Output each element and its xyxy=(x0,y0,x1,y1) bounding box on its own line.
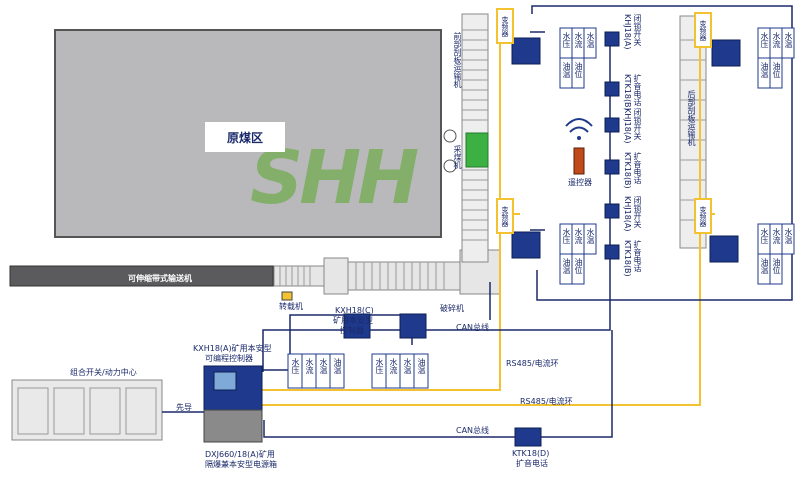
combo-switch-cabinet xyxy=(11,379,163,441)
sensor-water-flow-1: 水流 xyxy=(574,32,583,48)
sensor-oil-level-2: 油位 xyxy=(574,258,583,274)
sensor-water-flow-5: 水流 xyxy=(305,358,314,374)
sensor-oil-temp-6: 油温 xyxy=(417,358,426,374)
telescopic-conveyor-body xyxy=(9,265,274,287)
freq-converter-1: 变频器 xyxy=(496,8,514,44)
sensor-oil-temp-5: 油温 xyxy=(333,358,342,374)
sensor-oil-temp-4: 油温 xyxy=(760,258,769,274)
transfer-machine-body xyxy=(323,257,349,295)
conveyor-tail xyxy=(273,265,325,287)
khj18a-label-1: KHJ18(A) xyxy=(623,14,632,50)
pilot-label: 先导 xyxy=(176,403,192,412)
remote-label: 遥控器 xyxy=(568,178,592,187)
pa-phone-label-1: 扩音电话 xyxy=(633,74,642,106)
sensor-water-temp-5: 水温 xyxy=(319,358,328,374)
can-bus-label-bottom: CAN总线 xyxy=(456,426,490,435)
sensor-oil-temp-1: 油温 xyxy=(562,62,571,78)
ktk18b-label-3: KTK18(B) xyxy=(623,240,632,277)
sensor-water-pressure-2: 水压 xyxy=(562,228,571,244)
sensor-water-pressure-6: 水压 xyxy=(375,358,384,374)
device-boxes xyxy=(343,31,741,447)
front-scraper-label: 前部刮板运输机 xyxy=(453,32,462,88)
ktk18d-model: KTK18(D) xyxy=(512,449,550,458)
sensor-boxes xyxy=(287,27,795,389)
shearer-label: 采煤机 xyxy=(453,145,462,169)
power-box xyxy=(203,409,263,443)
crusher-label: 破碎机 xyxy=(440,304,464,313)
dxj-name: 隔爆兼本安型电源箱 xyxy=(205,460,277,469)
kxh18c-model: KXH18(C) xyxy=(335,306,374,315)
sensor-water-temp-1: 水温 xyxy=(586,32,595,48)
sensor-water-pressure-4: 水压 xyxy=(760,228,769,244)
khj18a-label-2: KHJ18(A) xyxy=(623,108,632,144)
freq-converter-2: 变频器 xyxy=(496,198,514,234)
lock-switch-label-3: 闭锁开关 xyxy=(633,196,642,228)
kxh18a-name: 可编程控制器 xyxy=(205,354,253,363)
coal-shearer-body xyxy=(465,132,489,168)
rear-scraper-body xyxy=(679,15,707,249)
lock-switch-label-1: 闭锁开关 xyxy=(633,14,642,46)
sensor-water-temp-6: 水温 xyxy=(403,358,412,374)
ktk18b-label-1: KTK18(B) xyxy=(623,74,632,111)
kxh18c-name: 控制器 xyxy=(340,326,364,335)
khj18a-label-3: KHJ18(A) xyxy=(623,196,632,232)
rear-scraper-label: 后部刮板运输机 xyxy=(687,90,696,146)
pa-phone-label-2: 扩音电话 xyxy=(633,152,642,184)
can-bus-label-top: CAN总线 xyxy=(456,323,490,332)
kxh18c-type: 矿用本安型 xyxy=(333,316,373,325)
shearer-drum-bottom xyxy=(443,159,457,173)
sensor-water-flow-2: 水流 xyxy=(574,228,583,244)
freq-converter-3: 变频器 xyxy=(694,12,712,48)
remote-control-shape xyxy=(573,147,585,175)
coal-area-label: 原煤区 xyxy=(205,122,285,152)
freq-converter-4: 变频器 xyxy=(694,198,712,234)
sensor-water-flow-4: 水流 xyxy=(772,228,781,244)
lock-switch-label-2: 闭锁开关 xyxy=(633,108,642,140)
sensor-oil-temp-2: 油温 xyxy=(562,258,571,274)
sensor-oil-level-3: 油位 xyxy=(772,62,781,78)
rs485-label-2: RS485/电流环 xyxy=(520,397,573,406)
telescopic-conveyor-label: 可伸缩带式输送机 xyxy=(128,274,192,283)
rs485-label-1: RS485/电流环 xyxy=(506,359,559,368)
pa-phone-label-3: 扩音电话 xyxy=(633,240,642,272)
sensor-water-flow-3: 水流 xyxy=(772,32,781,48)
ktk18d-name: 扩音电话 xyxy=(516,459,548,468)
sensor-oil-level-1: 油位 xyxy=(574,62,583,78)
dxj-model: DXJ660/18(A)矿用 xyxy=(205,450,275,459)
sensor-water-temp-2: 水温 xyxy=(586,228,595,244)
sensor-water-pressure-1: 水压 xyxy=(562,32,571,48)
kxh18a-model: KXH18(A)矿用本安型 xyxy=(193,344,272,353)
sensor-water-temp-3: 水温 xyxy=(784,32,793,48)
control-cables xyxy=(262,5,793,438)
sensor-oil-level-4: 油位 xyxy=(772,258,781,274)
transfer-machine-label: 转载机 xyxy=(279,302,303,311)
sensor-water-temp-4: 水温 xyxy=(784,228,793,244)
sensor-water-pressure-3: 水压 xyxy=(760,32,769,48)
sensor-oil-temp-3: 油温 xyxy=(760,62,769,78)
combo-switch-label: 组合开关/动力中心 xyxy=(70,368,137,377)
ktk18b-label-2: KTK18(B) xyxy=(623,152,632,189)
sensor-water-flow-6: 水流 xyxy=(389,358,398,374)
sensor-water-pressure-5: 水压 xyxy=(291,358,300,374)
shearer-drum-top xyxy=(443,129,457,143)
